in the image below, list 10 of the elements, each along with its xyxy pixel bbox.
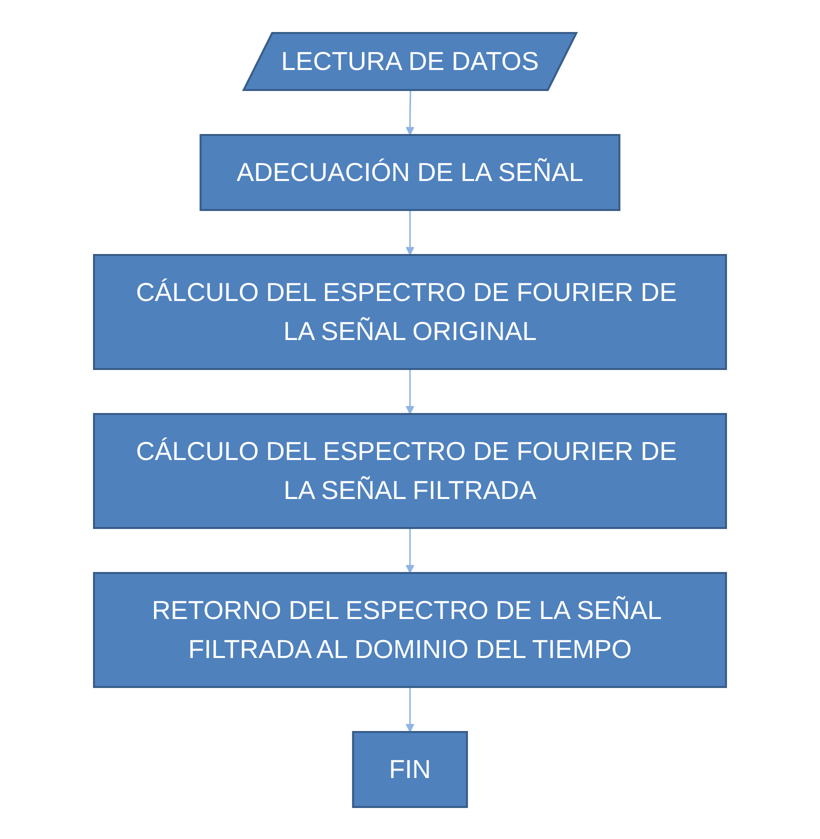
arrow bbox=[406, 368, 414, 414]
node-box: ADECUACIÓN DE LA SEÑAL bbox=[200, 134, 620, 210]
node-box: CÁLCULO DEL ESPECTRO DE FOURIER DE LA SEÑAL FILTRADA bbox=[93, 412, 727, 528]
arrow bbox=[406, 210, 414, 255]
node-box: CÁLCULO DEL ESPECTRO DE FOURIER DE LA SEÑAL ORIGINAL bbox=[93, 254, 727, 370]
node-box: FIN bbox=[352, 730, 468, 808]
arrow bbox=[406, 528, 414, 573]
arrow bbox=[406, 686, 414, 732]
node-box: RETORNO DEL ESPECTRO DE LA SEÑAL FILTRADA AL DOMINIO DEL TIEMPO bbox=[93, 572, 727, 688]
arrow bbox=[406, 90, 414, 135]
